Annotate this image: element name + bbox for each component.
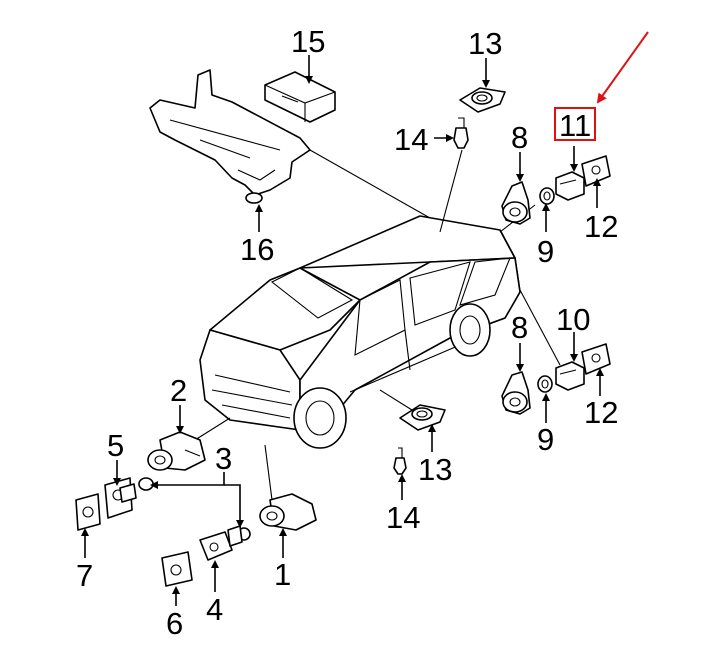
clip-part-bottom [393,447,407,475]
callout-8-bottom: 8 [511,310,528,345]
callout-labels: 15 13 14 8 11 12 9 16 10 8 12 9 13 14 2 … [76,24,618,641]
pad-part-5 [104,477,137,519]
pad-part-7 [75,493,101,531]
buzzer-part-bottom [399,404,446,431]
callout-14-top: 14 [394,122,428,157]
callout-3: 3 [215,441,232,476]
sensor-part-1 [259,493,317,531]
pad-part-6 [161,551,193,587]
pad-part-bottom-12 [581,343,611,375]
callout-12-top: 12 [584,209,618,244]
callout-9-top: 9 [537,234,554,269]
callout-14-bottom: 14 [386,500,420,535]
callout-5: 5 [107,428,124,463]
callout-10: 10 [556,302,590,337]
bracket-part [149,69,311,204]
callout-4: 4 [206,592,223,627]
callout-13-bottom: 13 [418,452,452,487]
callout-15: 15 [291,24,325,59]
callout-11: 11 [559,108,591,143]
callout-16: 16 [240,232,274,267]
ring-part-top-9 [539,187,555,205]
highlight-box [554,107,596,141]
holder-part-11 [555,171,585,201]
holder-part-10 [555,361,585,391]
callout-7: 7 [76,558,93,593]
holder-part-4 [199,525,243,561]
highlight-arrow [596,31,649,104]
callout-2: 2 [170,373,187,408]
callout-13-top: 13 [468,26,502,61]
clip-part-top [453,117,469,149]
sensor-part-2 [147,431,206,471]
callout-arrows [81,55,604,606]
callout-8-top: 8 [511,120,528,155]
callout-1: 1 [274,557,291,592]
control-module-part [264,71,336,123]
ring-part-bottom-9 [537,375,553,393]
buzzer-part-top [459,87,506,113]
callout-6: 6 [166,606,183,641]
sensor-part-bottom-8 [501,371,531,415]
pad-part-top-12 [581,155,611,187]
car-body [199,215,521,449]
callout-9-bottom: 9 [537,422,554,457]
callout-12-bottom: 12 [584,395,618,430]
car-leader-lines [194,149,561,501]
sensor-part-top-8 [501,181,531,225]
